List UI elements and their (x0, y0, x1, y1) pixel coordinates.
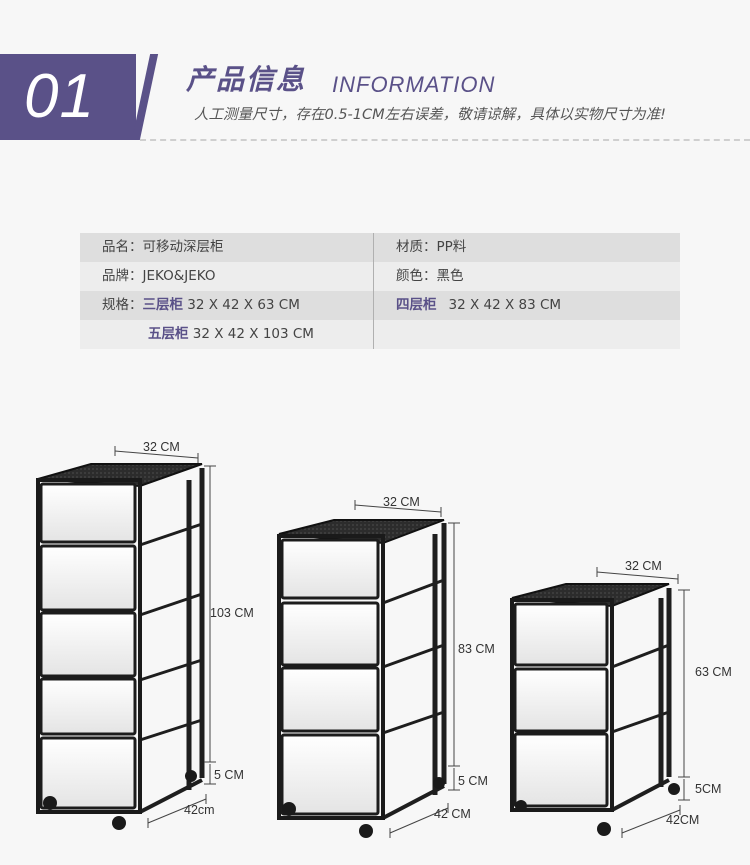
spec-cell: 品名：可移动深层柜 (80, 233, 374, 262)
five-tier-cabinet: 32 CM 103 CM 5 CM 42cm (36, 440, 254, 830)
spec-cell: 四层柜 32 X 42 X 83 CM (374, 291, 680, 320)
four-tier-cabinet: 32 CM 83 CM 5 CM 42 CM (277, 495, 495, 838)
section-title-en: INFORMATION (332, 72, 496, 97)
cabinet-wheels (43, 770, 197, 830)
width-label: 32 CM (383, 495, 420, 509)
height-label: 63 CM (695, 665, 732, 679)
four-tier-size: 32 X 42 X 83 CM (448, 297, 562, 313)
header-divider (140, 139, 750, 141)
three-tier-size: 32 X 42 X 63 CM (187, 297, 300, 313)
drawer-stack (39, 482, 137, 810)
cabinet-side-frame (611, 588, 672, 812)
width-label: 32 CM (625, 559, 662, 573)
cabinet-side-frame (139, 468, 205, 814)
five-tier-size: 32 X 42 X 103 CM (192, 326, 314, 342)
wheel-height-label: 5 CM (214, 768, 244, 782)
cabinet-front-frame (510, 598, 614, 812)
wheel-height-label: 5CM (695, 782, 721, 796)
cabinet-front-frame (277, 534, 385, 820)
wheel-height-label: 5 CM (458, 774, 488, 788)
cabinet-front-frame (36, 478, 142, 814)
name-value: 可移动深层柜 (142, 239, 224, 255)
section-number: 01 (24, 62, 95, 131)
section-number-badge (0, 54, 136, 140)
material-label: 材质： (396, 239, 437, 255)
color-label: 颜色： (396, 268, 437, 284)
cabinet-wheels (515, 783, 680, 836)
four-tier-label: 四层柜 (396, 297, 437, 313)
height-label: 103 CM (210, 606, 254, 620)
width-label: 32 CM (143, 440, 180, 454)
brand-label: 品牌： (102, 268, 143, 284)
depth-label: 42CM (666, 813, 699, 827)
spec-table: 品名：可移动深层柜 材质：PP料 品牌：JEKO&JEKO 颜色：黑色 规格：三… (80, 233, 680, 349)
name-label: 品名： (102, 239, 143, 255)
drawer-stack (513, 602, 609, 808)
size-label: 规格： (102, 297, 143, 313)
three-tier-label: 三层柜 (142, 297, 184, 313)
five-tier-label: 五层柜 (148, 326, 189, 342)
dimension-lines (354, 500, 460, 838)
spec-cell: 规格：三层柜 32 X 42 X 63 CM (80, 291, 374, 320)
cabinet-side-frame (382, 523, 447, 820)
color-value: 黑色 (436, 268, 464, 284)
section-title-cn: 产品信息 (186, 63, 307, 96)
measurement-note: 人工测量尺寸，存在0.5-1CM左右误差，敬请谅解，具体以实物尺寸为准! (194, 107, 666, 123)
material-value: PP料 (436, 239, 467, 255)
drawer-stack (280, 538, 380, 816)
height-label: 83 CM (458, 642, 495, 656)
brand-value: JEKO&JEKO (142, 268, 216, 284)
dimension-lines (596, 567, 690, 838)
spec-cell: 五层柜 32 X 42 X 103 CM (80, 320, 374, 349)
dimension-lines (114, 446, 216, 828)
cabinet-wheels (282, 777, 445, 838)
spec-row: 五层柜 32 X 42 X 103 CM (80, 320, 680, 349)
three-tier-cabinet: 32 CM 63 CM 5CM 42CM (510, 559, 732, 838)
spec-cell: 颜色：黑色 (374, 262, 680, 291)
spec-row: 品牌：JEKO&JEKO 颜色：黑色 (80, 262, 680, 291)
spec-row: 规格：三层柜 32 X 42 X 63 CM 四层柜 32 X 42 X 83 C… (80, 291, 680, 320)
depth-label: 42 CM (434, 807, 471, 821)
spec-cell: 材质：PP料 (374, 233, 680, 262)
spec-cell: 品牌：JEKO&JEKO (80, 262, 374, 291)
depth-label: 42cm (184, 803, 215, 817)
spec-row: 品名：可移动深层柜 材质：PP料 (80, 233, 680, 262)
